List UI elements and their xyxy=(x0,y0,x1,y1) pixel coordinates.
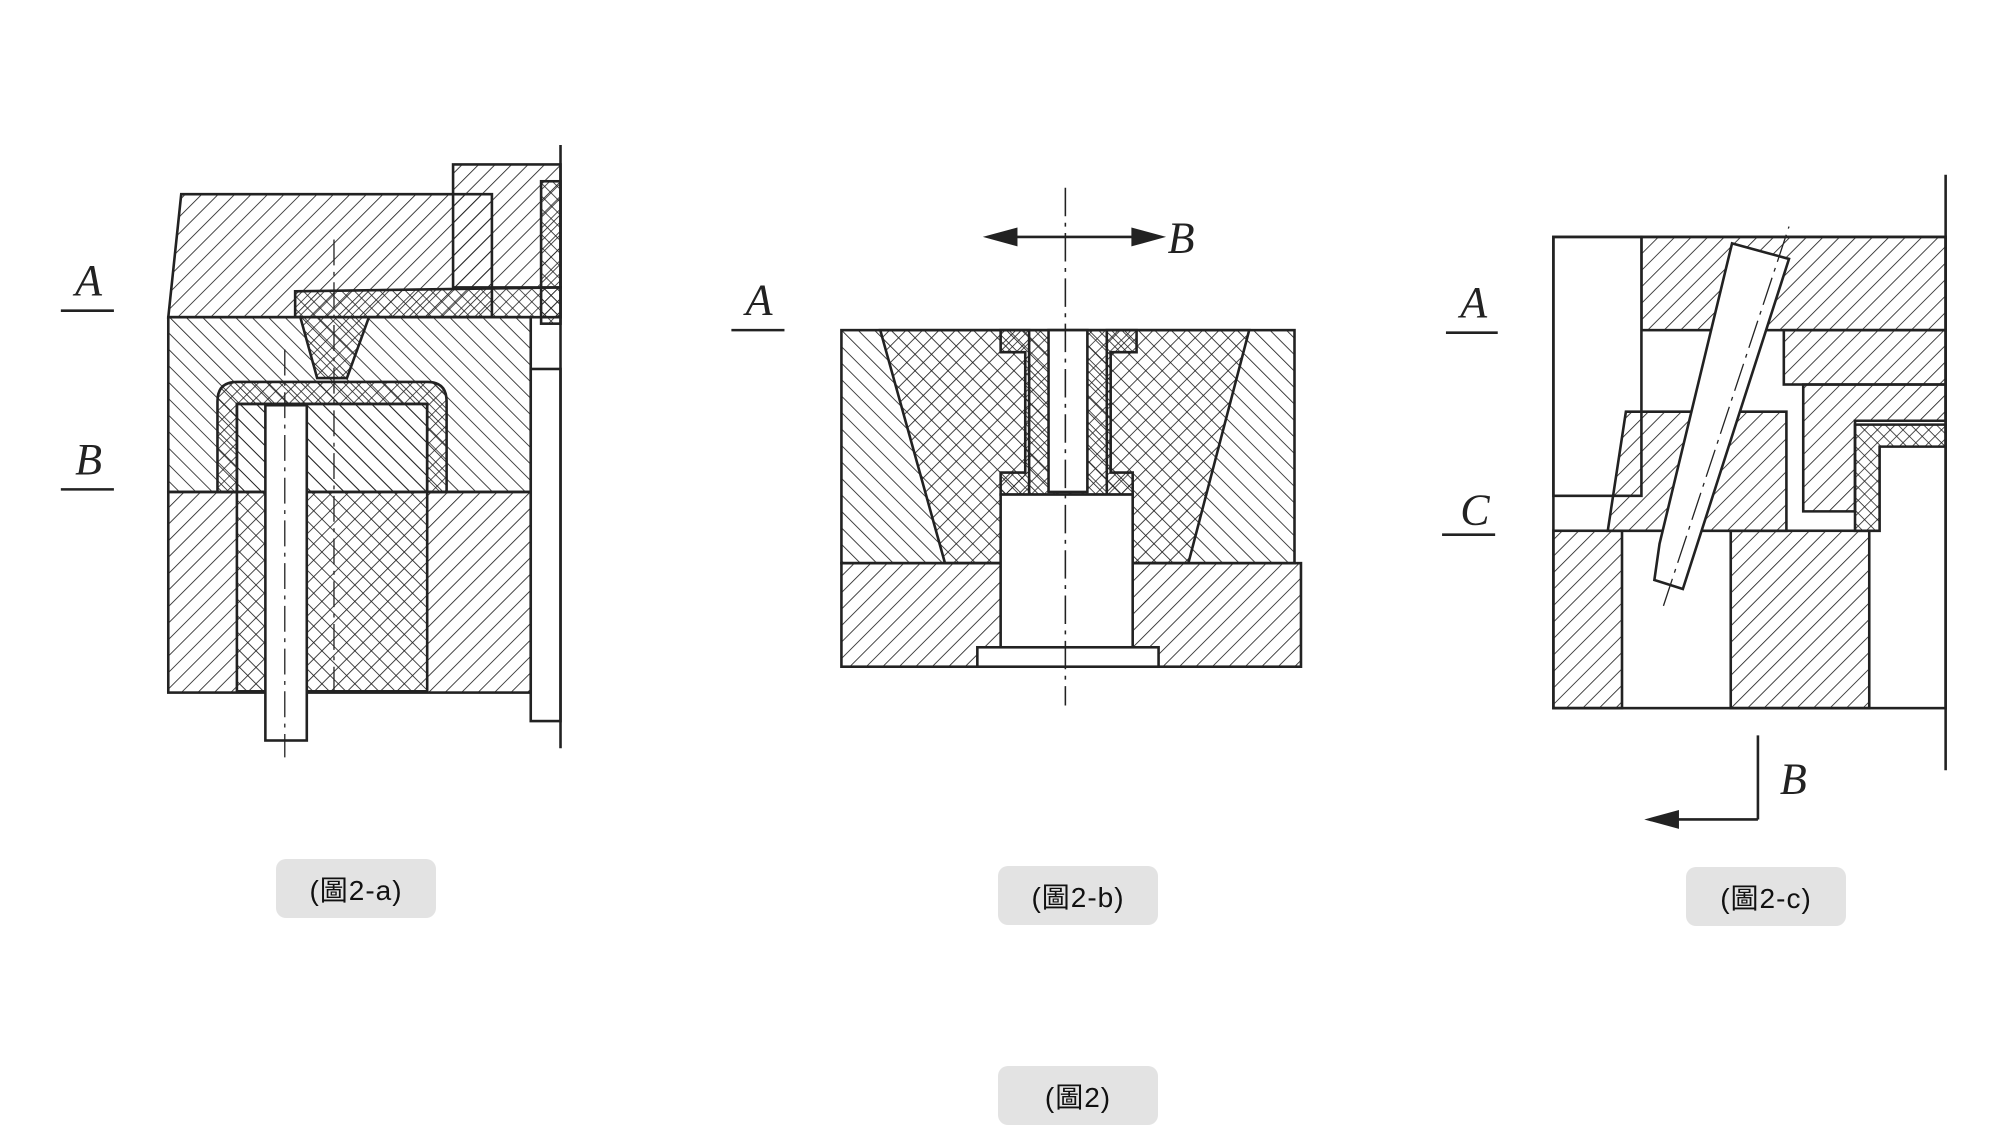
label-b: B xyxy=(1168,213,1195,262)
figure-c xyxy=(1552,174,1947,829)
label-b: B xyxy=(1780,755,1807,804)
figure-b-labels: A B xyxy=(731,213,1195,332)
caption-figure-c: (圖2-c) xyxy=(1686,867,1846,926)
caption-figure-b: (圖2-b) xyxy=(998,866,1158,925)
label-a: A xyxy=(72,256,103,305)
label-a: A xyxy=(743,276,774,325)
figure-b xyxy=(840,187,1303,706)
caption-main-figure: (圖2) xyxy=(998,1066,1158,1125)
label-b: B xyxy=(75,435,102,484)
figure-a xyxy=(166,145,562,758)
caption-figure-a: (圖2-a) xyxy=(276,859,436,918)
label-c: C xyxy=(1460,485,1490,534)
figure-a-labels: A B xyxy=(60,256,114,491)
label-a: A xyxy=(1457,278,1488,327)
figure-c-labels: A C B xyxy=(1442,278,1807,804)
